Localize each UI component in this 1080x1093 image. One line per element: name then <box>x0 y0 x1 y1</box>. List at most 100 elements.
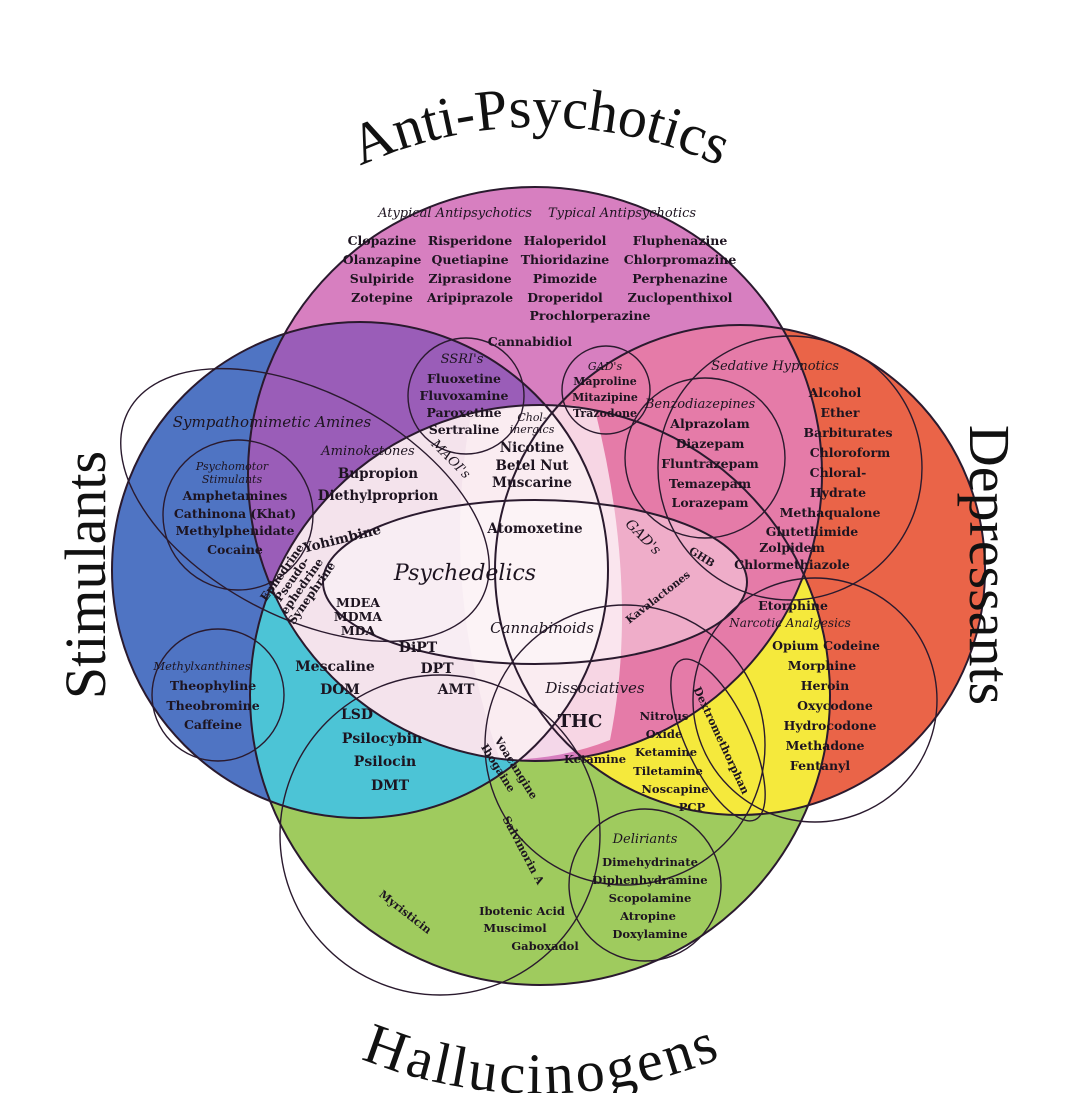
drug: Alcohol <box>808 385 862 400</box>
drug: Chlorpromazine <box>624 252 737 267</box>
drug: Zuclopenthixol <box>628 290 733 305</box>
drug: Thioridazine <box>521 252 610 267</box>
drug: PCP <box>679 800 706 814</box>
psychomotor-circle <box>162 439 314 591</box>
drug: Doxylamine <box>612 927 687 941</box>
benzo-label: Benzodiazepines <box>644 397 756 412</box>
drug: Oxide <box>646 727 683 741</box>
drug: DPT <box>420 661 454 677</box>
drug: Fluntrazepam <box>661 456 758 471</box>
drug: Theobromine <box>166 698 259 713</box>
title-hallucinogens: Hallucinogens <box>356 1010 725 1093</box>
drug: Ether <box>821 405 860 420</box>
drug: Nitrous <box>640 709 689 723</box>
drug: Methaqualone <box>780 505 881 520</box>
dissociatives-circle <box>484 604 766 886</box>
depressants-list: Alcohol Ether Barbiturates Chloroform Ch… <box>734 385 892 572</box>
drug: Zotepine <box>351 290 413 305</box>
drug: Glutethimide <box>766 524 859 539</box>
drug: Chloral- <box>810 465 867 480</box>
drug: Hydrocodone <box>784 718 877 733</box>
methylxanthines-label: Methylxanthines <box>152 659 250 673</box>
drug: Mitazipine <box>572 391 638 404</box>
drug: Zolpidem <box>759 540 825 555</box>
methylxanthines-circle <box>151 628 285 762</box>
drug: Fluvoxamine <box>420 388 509 403</box>
drug: Theophyline <box>170 678 256 693</box>
drug: Nicotine <box>500 440 564 456</box>
drug: Psilocybin <box>342 731 422 747</box>
drug: Paroxetine <box>426 405 501 420</box>
deliriants-circle <box>568 808 722 962</box>
narcotic-circle <box>692 577 938 823</box>
drug: LSD <box>341 707 373 723</box>
drug: Droperidol <box>527 290 603 305</box>
drug: DiPT <box>399 640 438 656</box>
drug: Noscapine <box>641 782 708 796</box>
gad-label: GAD's <box>588 360 623 373</box>
sedative-circle <box>657 335 923 601</box>
drug: Ibotenic Acid <box>479 904 565 918</box>
drug: Chlormethiazole <box>734 557 850 572</box>
drug: Gaboxadol <box>511 939 579 953</box>
drug: Scopolamine <box>609 891 692 905</box>
sympathomimetic-outline <box>120 367 490 643</box>
narcotic-label: Narcotic Analgesics <box>728 616 851 630</box>
drug: MDA <box>341 623 376 638</box>
drug: Opium Codeine <box>772 638 880 653</box>
drug: MDMA <box>334 609 383 624</box>
drug: Ketamine <box>635 745 697 759</box>
drug: Atomoxetine <box>486 521 582 537</box>
cholinergics-label: inergics <box>510 423 555 436</box>
drug: Diethylproprion <box>318 488 439 504</box>
drug: Clopazine <box>348 233 417 248</box>
drug: Cathinona (Khat) <box>174 506 296 521</box>
psychomotor-label: Psychomotor <box>195 460 269 473</box>
drug: Quetiapine <box>431 252 508 267</box>
aminoketones-label: Aminoketones <box>320 444 415 459</box>
psychomotor-label: Stimulants <box>202 473 263 486</box>
drug: Maproline <box>573 375 636 388</box>
drug: Methadone <box>786 738 865 753</box>
psychedelics-label: Psychedelics <box>393 561 536 586</box>
drug: Betel Nut <box>495 458 569 474</box>
drug: Tiletamine <box>633 764 703 778</box>
cannabinoids-label: Cannabinoids <box>490 619 594 637</box>
drug: Lorazepam <box>672 495 749 510</box>
drug: Chloroform <box>810 445 891 460</box>
drug: Perphenazine <box>632 271 728 286</box>
drug: Etorphine <box>758 598 828 613</box>
drug: Ziprasidone <box>428 271 511 286</box>
typical-list: Haloperidol Thioridazine Pimozide Droper… <box>521 233 737 323</box>
drug: Morphine <box>788 658 856 673</box>
drug: AMT <box>437 682 475 698</box>
drug: MDEA <box>336 595 380 610</box>
drug: Fluphenazine <box>633 233 728 248</box>
drug: Atropine <box>619 909 676 923</box>
drug: Diphenhydramine <box>592 873 707 887</box>
drug: Hydrate <box>810 485 866 500</box>
drug: Prochlorperazine <box>530 308 651 323</box>
typical-label: Typical Antipsychotics <box>548 206 696 221</box>
drug: Fluoxetine <box>427 371 501 386</box>
dxm-ellipse <box>670 658 766 822</box>
drug: Fentanyl <box>790 758 850 773</box>
title-stimulants: Stimulants <box>53 451 118 699</box>
drug: DOM <box>320 682 360 698</box>
drug: Haloperidol <box>524 233 607 248</box>
drug: Oxycodone <box>797 698 873 713</box>
drug: Amphetamines <box>182 488 288 503</box>
drug: THC <box>558 711 603 732</box>
drug: Olanzapine <box>343 252 422 267</box>
drug: Risperidone <box>428 233 512 248</box>
atypical-list: Clopazine Olanzapine Sulpiride Zotepine … <box>343 233 513 305</box>
deliriants-label: Deliriants <box>612 832 678 847</box>
drug: Mescaline <box>295 659 375 675</box>
drug: Temazepam <box>669 476 751 491</box>
drug: Muscimol <box>483 921 547 935</box>
drug: Heroin <box>801 678 850 693</box>
drug: Muscarine <box>492 475 572 491</box>
title-depressants: Depressants <box>957 425 1022 705</box>
drug: Pimozide <box>533 271 597 286</box>
drug: Psilocin <box>354 754 416 770</box>
